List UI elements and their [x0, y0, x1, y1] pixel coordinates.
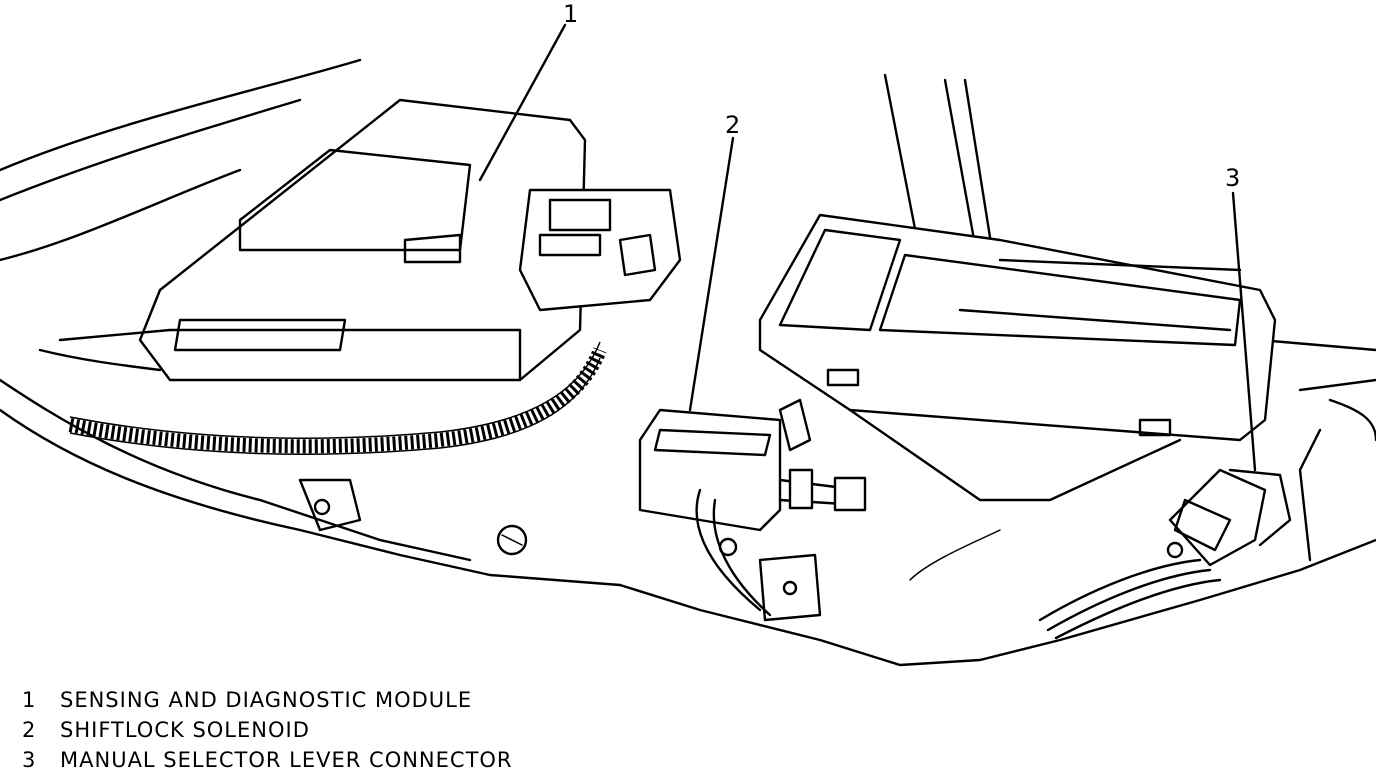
legend-item-number: 2	[22, 718, 37, 742]
floor-pan-outline	[0, 58, 1376, 667]
legend-item-number: 3	[22, 748, 37, 772]
legend-item-number: 1	[22, 688, 37, 712]
leader-lines	[478, 23, 1257, 472]
component-location-illustration: 1 2 3	[0, 0, 1376, 667]
callout-number-3: 3	[1225, 164, 1240, 192]
shifter-console-drawing	[758, 73, 1277, 502]
legend-item-label: SENSING AND DIAGNOSTIC MODULE	[60, 688, 473, 712]
legend: 1 SENSING AND DIAGNOSTIC MODULE 2 SHIFTL…	[22, 688, 513, 778]
shiftlock-solenoid-drawing	[638, 398, 1001, 622]
legend-item: 1 SENSING AND DIAGNOSTIC MODULE	[22, 688, 513, 718]
sensing-diagnostic-module-drawing	[38, 98, 682, 556]
selector-lever-connector-drawing	[1038, 468, 1292, 640]
wiring-harness	[68, 341, 607, 455]
legend-item-label: MANUAL SELECTOR LEVER CONNECTOR	[60, 748, 513, 772]
legend-item: 2 SHIFTLOCK SOLENOID	[22, 718, 513, 748]
legend-item-label: SHIFTLOCK SOLENOID	[60, 718, 310, 742]
legend-item: 3 MANUAL SELECTOR LEVER CONNECTOR	[22, 748, 513, 778]
callout-number-1: 1	[563, 0, 578, 28]
callout-number-2: 2	[725, 111, 740, 139]
